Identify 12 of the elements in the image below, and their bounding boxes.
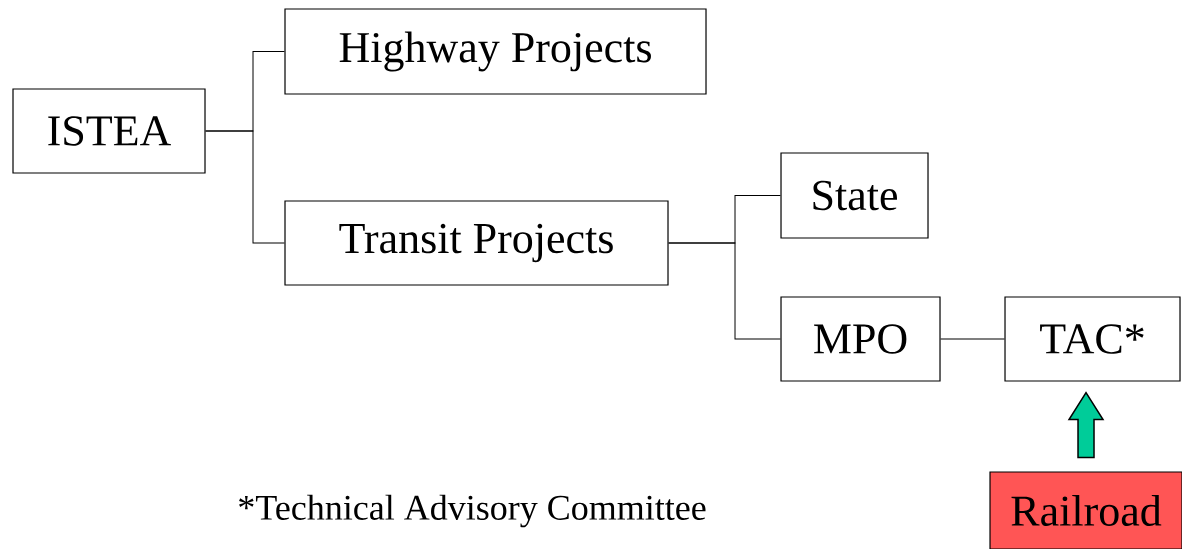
process-box: Railroad [989,471,1182,549]
process-box: MPO [780,296,941,382]
connector-line [940,338,1005,340]
process-box: State [780,152,929,239]
footnote: *Technical Advisory Committee [239,494,706,528]
connector-line [668,242,781,340]
process-box: ISTEA [12,88,206,174]
process-box: Highway Projects [284,8,707,95]
connector-line [205,130,285,244]
block-arrow [1067,391,1105,459]
process-box: Transit Projects [284,200,669,286]
process-box: TAC* [1004,296,1181,382]
